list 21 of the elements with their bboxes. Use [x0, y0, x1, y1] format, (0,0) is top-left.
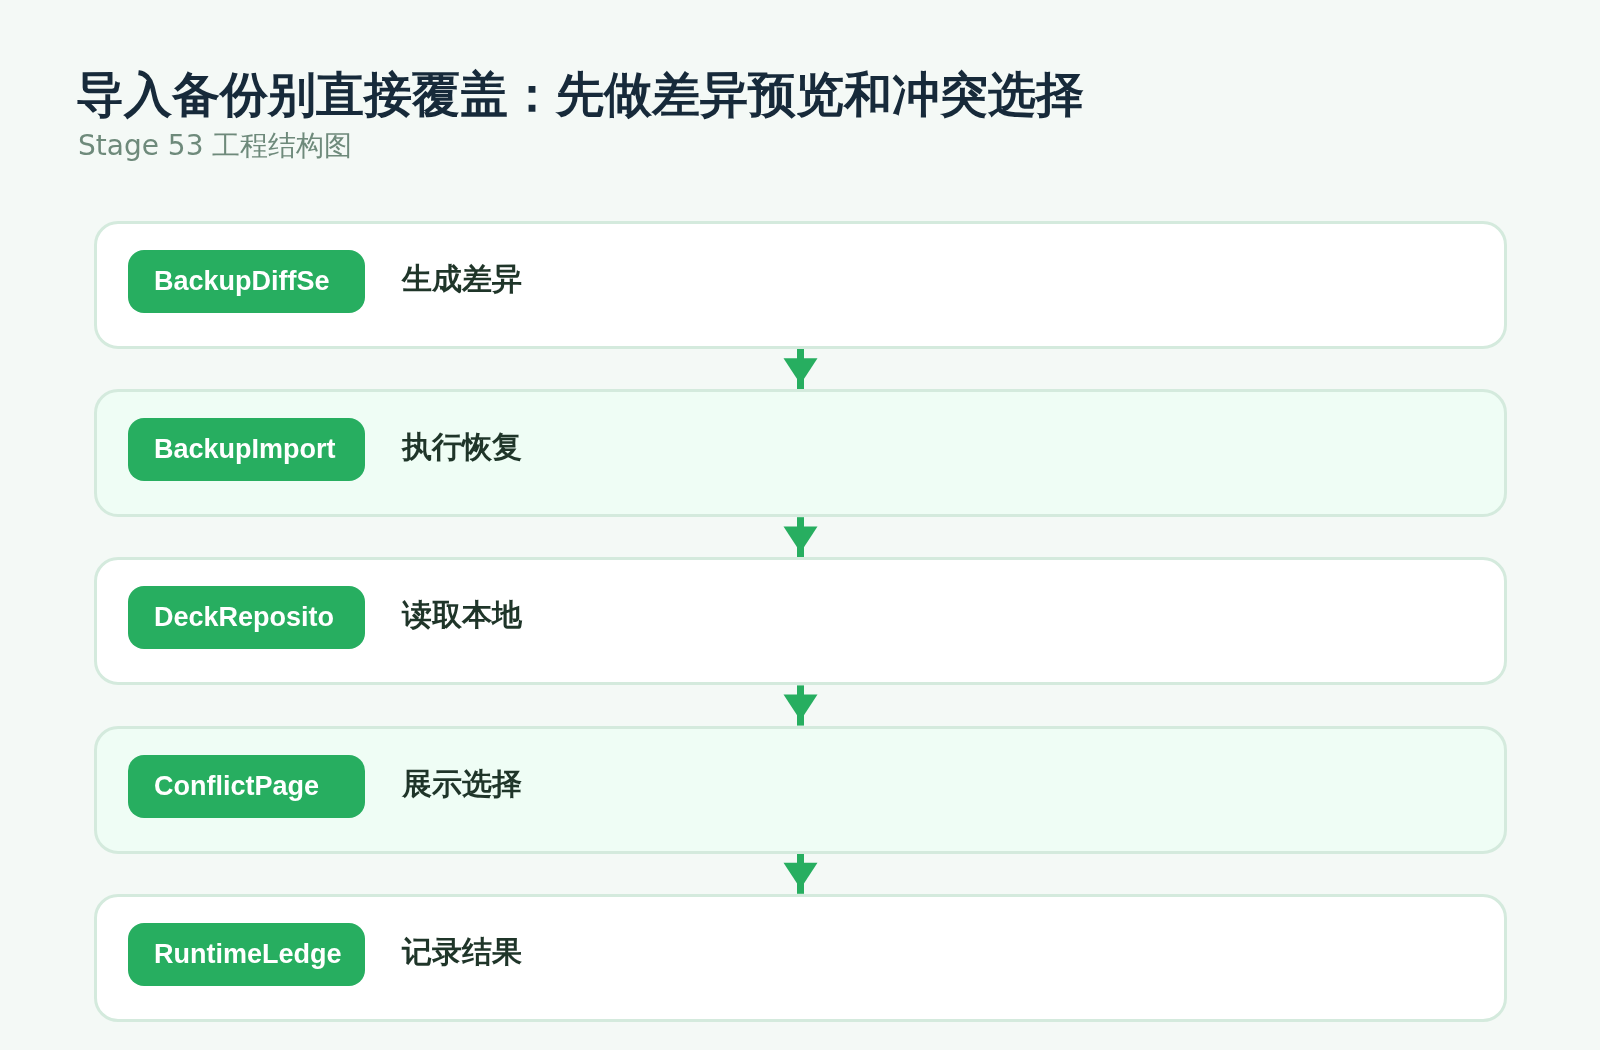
step-panel [94, 221, 1507, 349]
step-panel [94, 725, 1507, 854]
step-label: 生成差异 [402, 261, 522, 297]
component-pill: BackupImport [128, 418, 365, 482]
component-pill: RuntimeLedge [128, 922, 365, 986]
step-panel [94, 557, 1507, 686]
subtitle: Stage 53 工程结构图 [78, 130, 353, 162]
flow-arrow [783, 685, 818, 726]
flow-arrow [783, 517, 818, 558]
component-pill: BackupDiffSe [128, 250, 365, 313]
flow-arrow [783, 853, 818, 894]
step-label: 记录结果 [402, 933, 522, 970]
step-label: 读取本地 [402, 597, 522, 634]
step-panel [94, 389, 1507, 518]
step-label: 展示选择 [402, 765, 522, 802]
step-panel [94, 893, 1507, 1022]
step-label: 执行恢复 [402, 429, 522, 466]
component-pill: ConflictPage [128, 754, 365, 818]
title: 导入备份别直接覆盖：先做差异预览和冲突选择 [76, 68, 1084, 120]
component-pill: DeckReposito [128, 586, 365, 650]
flow-arrow [783, 349, 818, 390]
